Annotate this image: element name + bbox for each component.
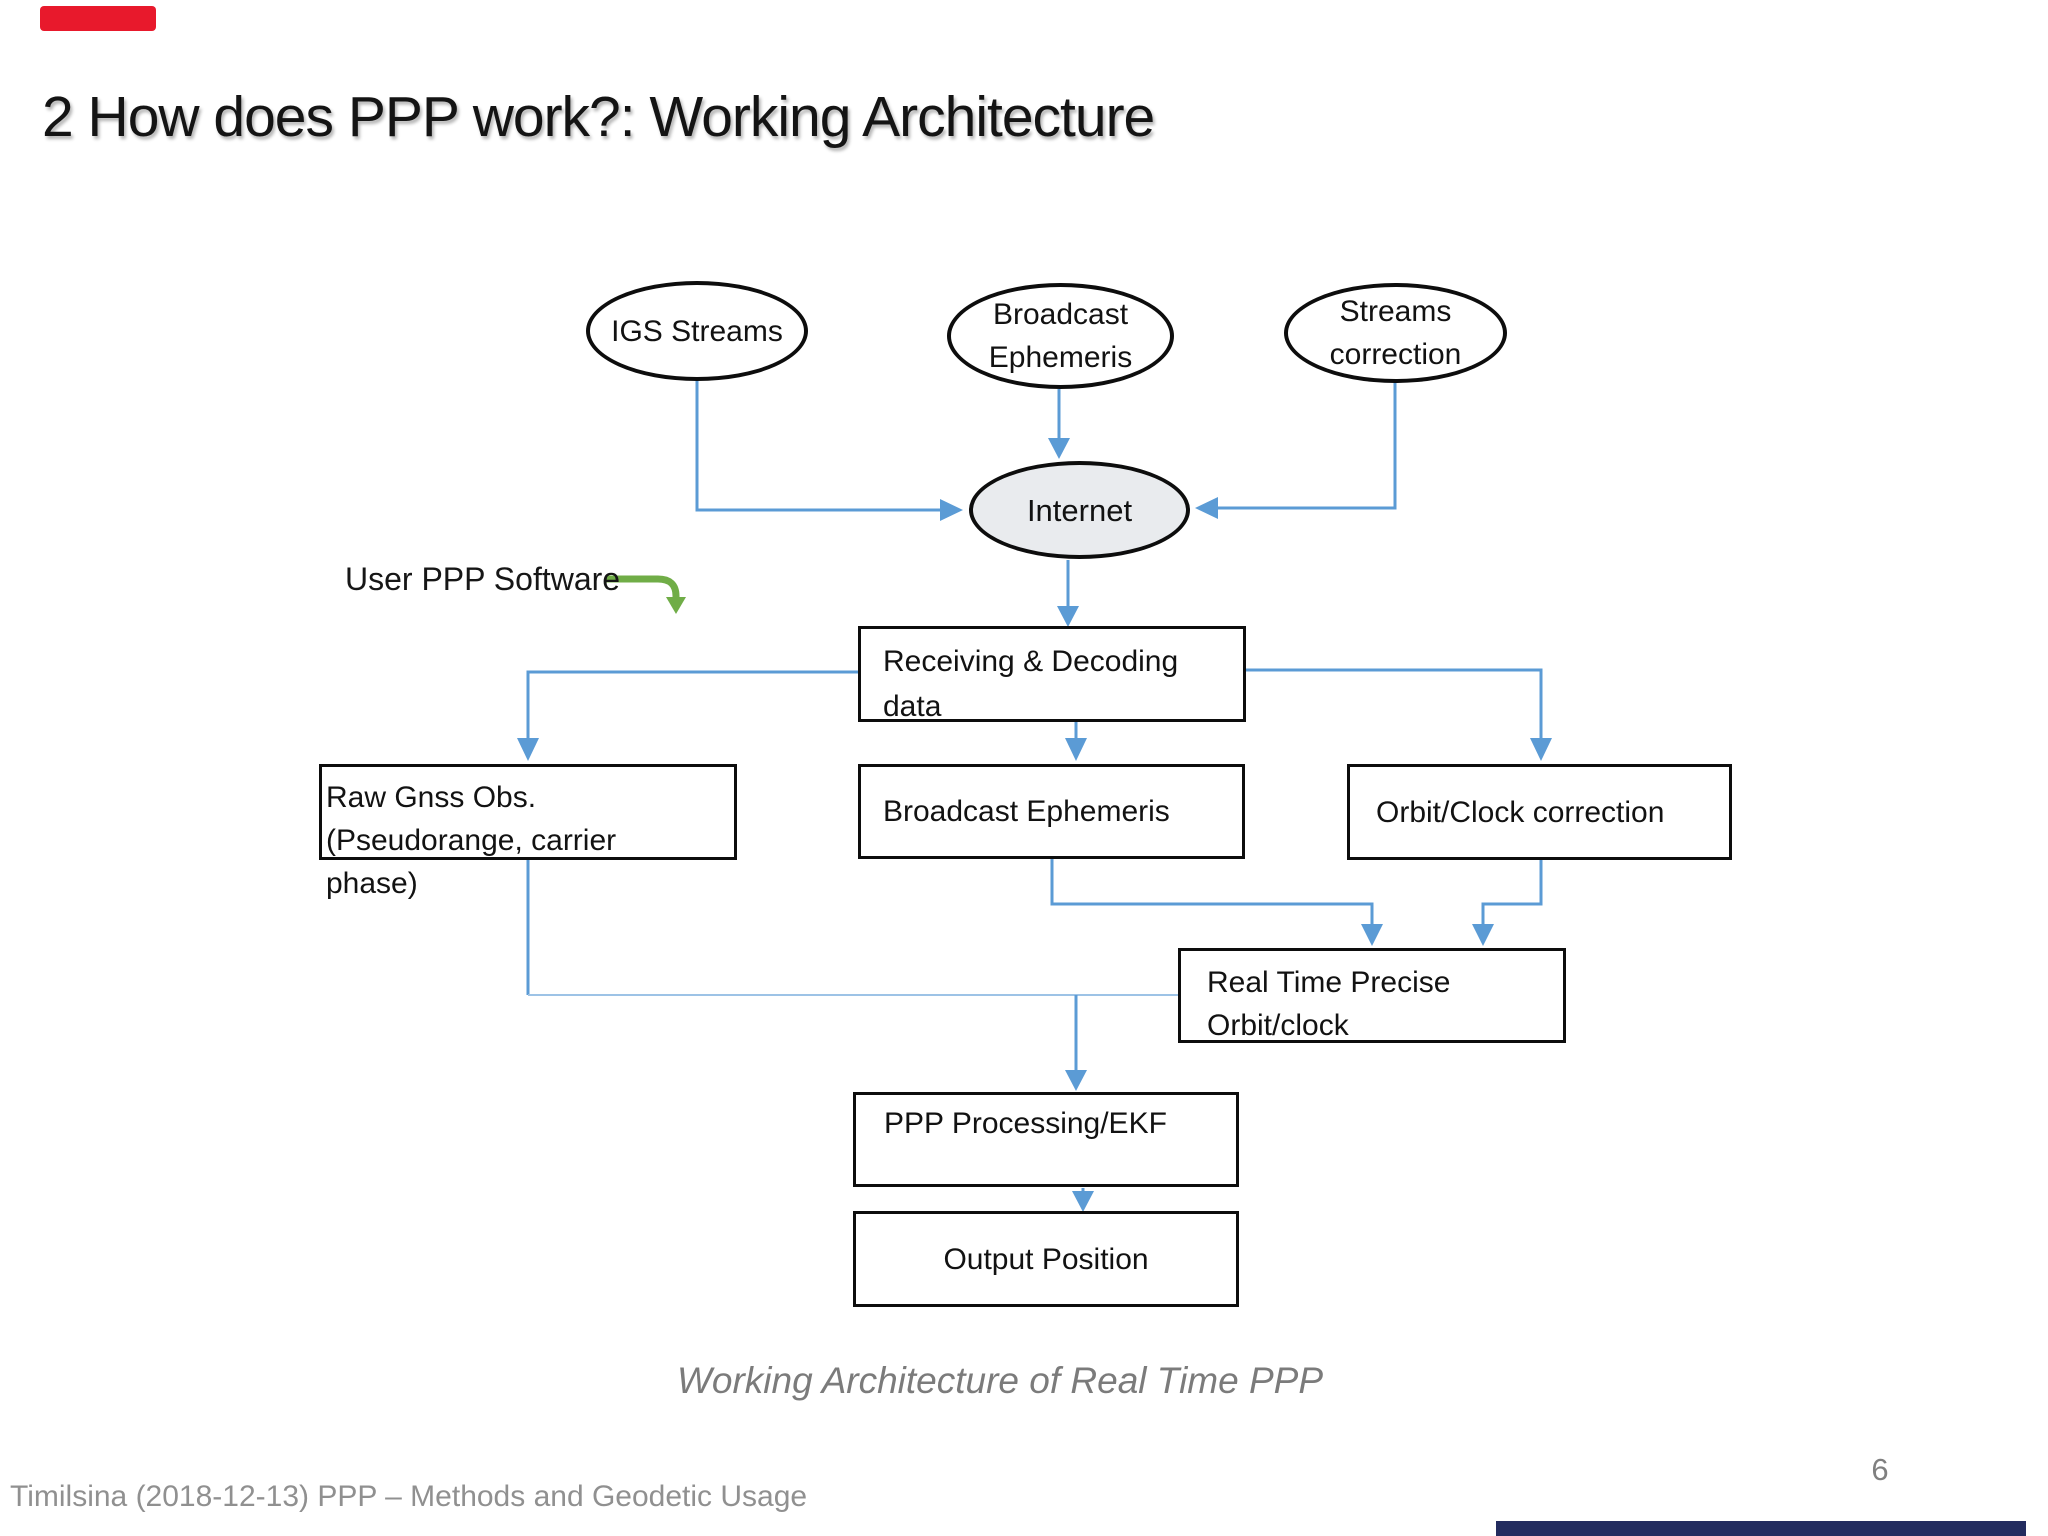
arrowhead-junction-to-ppp <box>1065 1070 1087 1091</box>
arrow-broadcastbox-to-realtime <box>1050 859 1374 926</box>
node-streams-correction-line1: Streams <box>1339 295 1452 328</box>
user-ppp-software-label: User PPP Software <box>345 561 621 597</box>
node-broadcast-source-line1: Broadcast <box>992 298 1129 331</box>
arrowhead-ppp-to-output <box>1072 1191 1094 1212</box>
node-ppp-processing-label: PPP Processing/EKF <box>884 1107 1167 1140</box>
node-receiving-decoding: Receiving & Decoding data <box>858 626 1246 723</box>
arrowhead-receiving-to-orbitclock <box>1530 738 1552 761</box>
page-title: 2 How does PPP work?: Working Architectu… <box>42 85 1155 149</box>
arrowhead-broadcastbox-to-realtime <box>1361 924 1383 946</box>
node-orbit-clock-label: Orbit/Clock correction <box>1376 795 1665 829</box>
node-igs-streams-label: IGS Streams <box>611 314 783 348</box>
node-raw-gnss-obs: Raw Gnss Obs. (Pseudorange, carrier phas… <box>319 764 737 900</box>
node-real-time-precise: Real Time Precise Orbit/clock <box>1178 948 1566 1043</box>
arrow-receiving-to-orbitclock <box>1246 668 1543 740</box>
node-streams-correction: Streams correction <box>1284 283 1507 383</box>
arrowhead-receiving-to-rawgnss <box>517 738 539 761</box>
node-streams-correction-line2: correction <box>1329 338 1462 371</box>
arrow-streams-to-internet <box>1210 381 1397 510</box>
arrowhead-streams-to-internet <box>1195 497 1218 519</box>
arrowhead-igs-to-internet <box>940 499 963 521</box>
arrowhead-broadcast-to-internet <box>1048 438 1070 459</box>
arrowhead-orbitclock-to-realtime <box>1472 924 1494 946</box>
node-internet: Internet <box>969 461 1190 559</box>
redaction-marker-top-left <box>40 6 156 31</box>
node-ppp-processing: PPP Processing/EKF <box>853 1092 1239 1187</box>
node-receiving-line2: data <box>883 690 942 723</box>
node-raw-gnss-line1: Raw Gnss Obs. (Pseudorange, carrier <box>326 781 617 857</box>
node-broadcast-ephemeris-box: Broadcast Ephemeris <box>858 764 1245 859</box>
node-raw-gnss-line2: phase) <box>326 867 418 900</box>
figure-caption: Working Architecture of Real Time PPP <box>676 1360 1324 1401</box>
node-broadcast-source-line2: Ephemeris <box>988 341 1133 374</box>
node-broadcast-box-label: Broadcast Ephemeris <box>883 795 1170 828</box>
slide-footer: Timilsina (2018-12-13) PPP – Methods and… <box>10 1480 808 1513</box>
arrow-orbitclock-to-realtime <box>1481 860 1543 926</box>
page-number: 6 <box>1871 1452 1889 1487</box>
arrow-receiving-to-rawgnss <box>526 670 858 740</box>
node-output-position: Output Position <box>853 1211 1239 1307</box>
node-igs-streams: IGS Streams <box>586 281 808 381</box>
node-output-position-label: Output Position <box>943 1242 1149 1276</box>
node-receiving-line1: Receiving & Decoding <box>883 645 1179 678</box>
node-broadcast-ephemeris-source: Broadcast Ephemeris <box>947 283 1174 389</box>
arrowhead-receiving-to-broadcastbox <box>1065 738 1087 761</box>
node-internet-label: Internet <box>1026 492 1133 528</box>
arrowhead-internet-to-receiving <box>1057 606 1079 627</box>
node-orbit-clock-correction: Orbit/Clock correction <box>1347 764 1732 860</box>
node-real-time-precise-label: Real Time Precise Orbit/clock <box>1207 966 1451 1042</box>
green-elbow-arrowhead <box>666 597 686 614</box>
redaction-marker-bottom-right <box>1496 1521 2026 1536</box>
arrow-igs-to-internet <box>695 380 948 512</box>
